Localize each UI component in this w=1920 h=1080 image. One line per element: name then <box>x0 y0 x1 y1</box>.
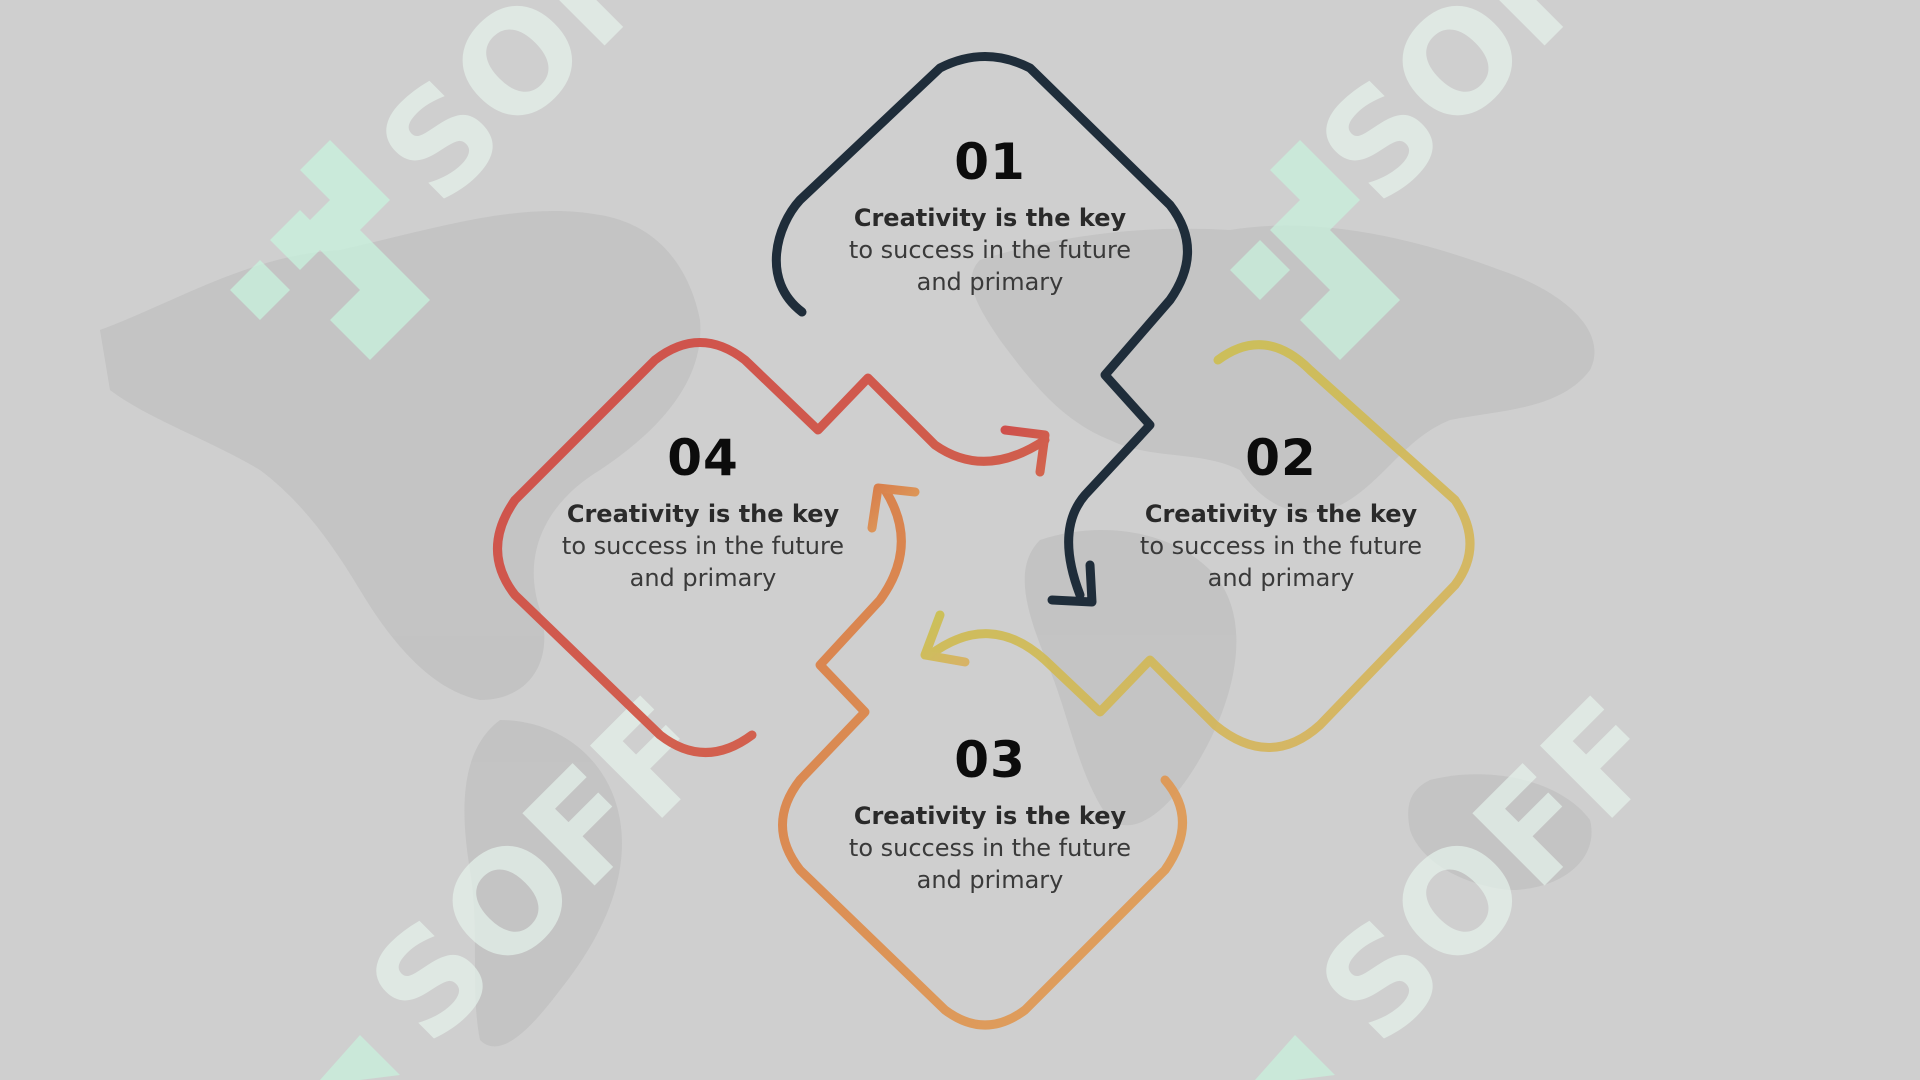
eurasia-shape <box>971 225 1595 513</box>
step-description-bold: Creativity is the key <box>853 204 1127 232</box>
step-03-block: 03 Creativity is the key to success in t… <box>840 730 1140 896</box>
step-03-arrowhead <box>867 483 920 533</box>
step-description-rest: to success in the future and primary <box>561 532 845 592</box>
step-description-bold: Creativity is the key <box>853 802 1127 830</box>
step-number: 01 <box>954 133 1026 191</box>
step-number: 02 <box>1245 429 1317 487</box>
world-map-background <box>100 210 1595 1047</box>
step-02-outline <box>920 340 1475 752</box>
step-04-arrowhead <box>1000 425 1050 477</box>
watermark-logo-icon <box>1230 140 1400 360</box>
australia-shape <box>1408 774 1592 890</box>
step-description: Creativity is the key to success in the … <box>553 498 853 594</box>
watermark-text: SOFF <box>1289 668 1695 1074</box>
step-description-rest: to success in the future and primary <box>848 834 1132 894</box>
step-03-outline <box>778 483 1187 1030</box>
step-01-arrowhead <box>1047 560 1097 607</box>
north-america-shape <box>100 210 701 700</box>
step-description: Creativity is the key to success in the … <box>840 202 1140 298</box>
step-description-rest: to success in the future and primary <box>1139 532 1423 592</box>
step-description-bold: Creativity is the key <box>1144 500 1418 528</box>
watermark-logo-icon <box>230 140 430 360</box>
step-01-block: 01 Creativity is the key to success in t… <box>840 132 1140 298</box>
step-number: 04 <box>667 429 739 487</box>
step-description: Creativity is the key to success in the … <box>840 800 1140 896</box>
step-04-outline <box>493 338 1050 757</box>
step-number: 03 <box>954 731 1026 789</box>
step-02-block: 02 Creativity is the key to success in t… <box>1131 428 1431 594</box>
step-02-loop <box>925 340 1475 752</box>
step-04-loop <box>493 338 1050 757</box>
step-02-arrowhead <box>920 610 970 667</box>
south-america-shape <box>464 720 622 1047</box>
step-01-loop <box>771 52 1192 600</box>
step-description-bold: Creativity is the key <box>566 500 840 528</box>
watermark-logo-icon <box>1255 1035 1335 1080</box>
step-01-outline <box>771 52 1192 607</box>
step-description-rest: to success in the future and primary <box>848 236 1132 296</box>
step-03-loop <box>778 485 1187 1030</box>
step-description: Creativity is the key to success in the … <box>1131 498 1431 594</box>
watermark-text: SOFF <box>349 0 755 234</box>
step-04-block: 04 Creativity is the key to success in t… <box>553 428 853 594</box>
watermark-logo-icon <box>320 1035 400 1080</box>
